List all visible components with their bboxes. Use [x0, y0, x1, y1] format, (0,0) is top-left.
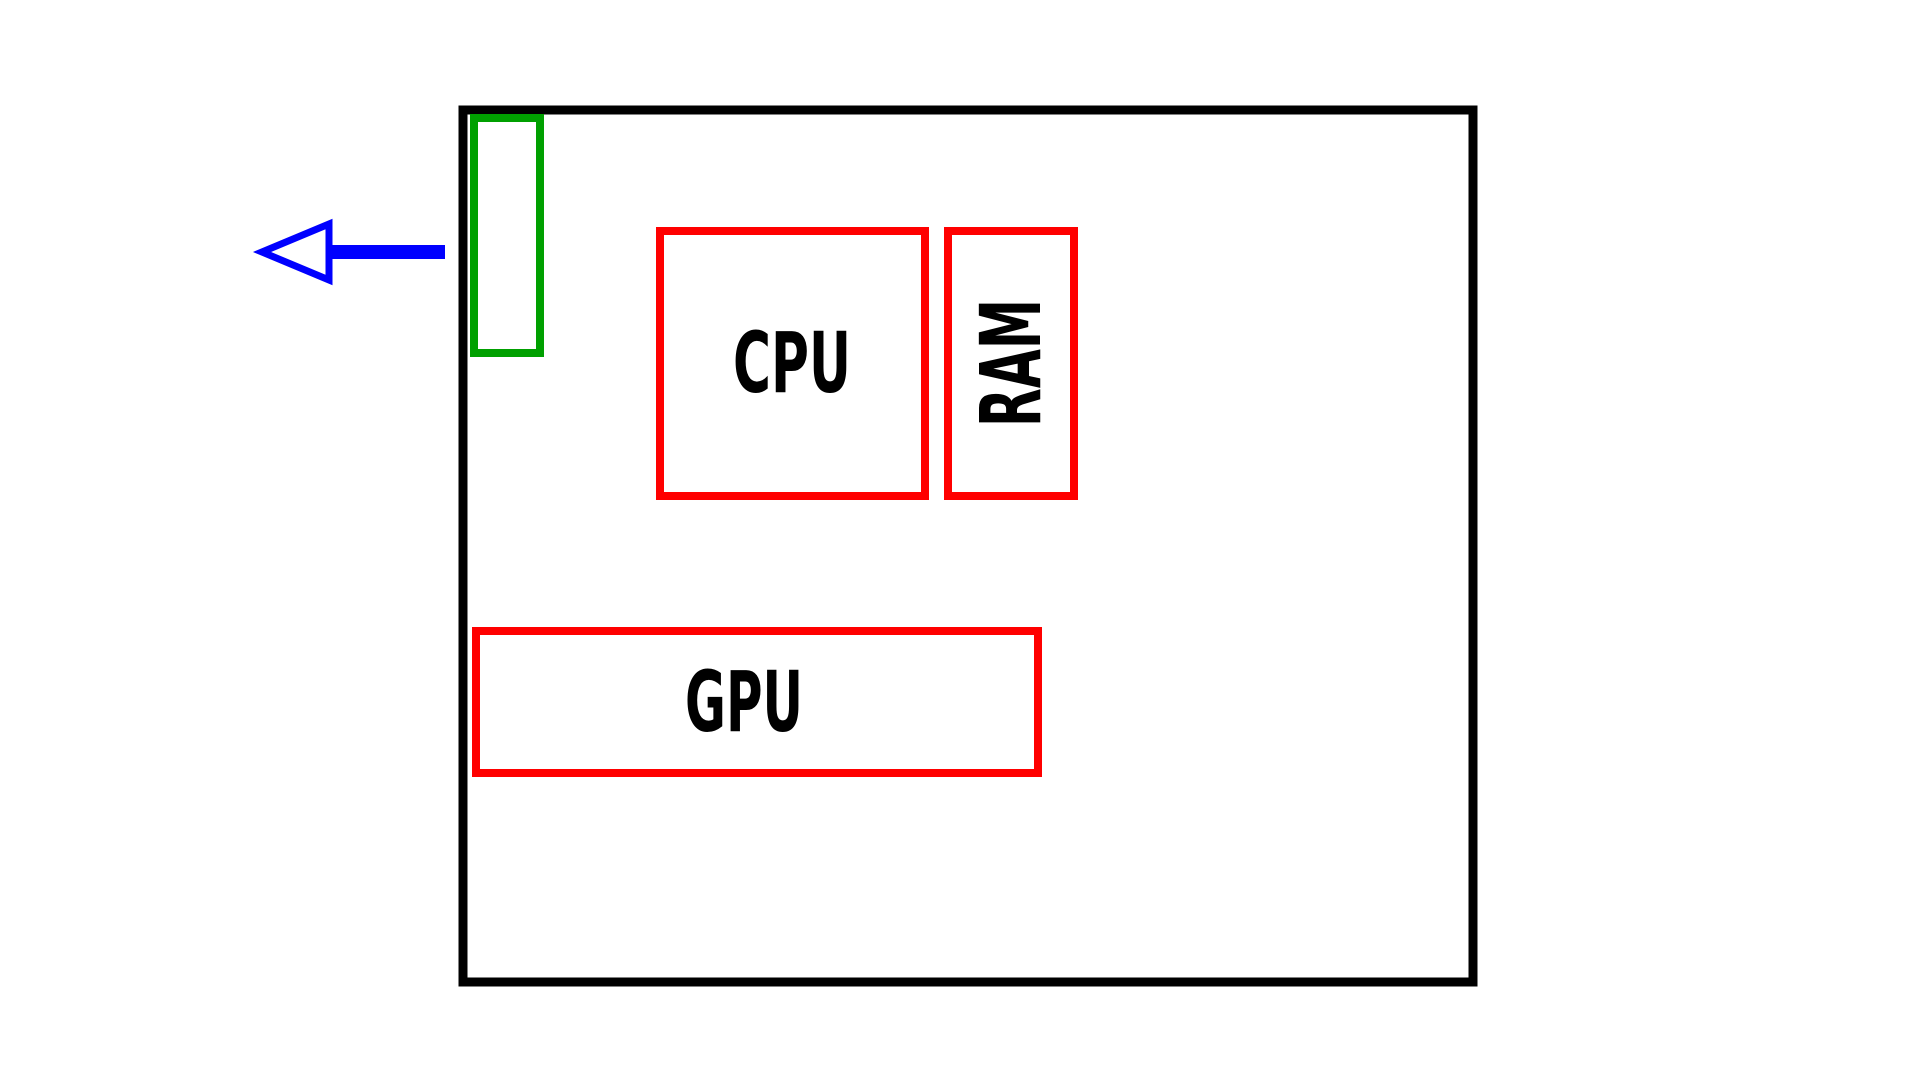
cpu-box	[656, 227, 929, 500]
gpu-box	[472, 627, 1042, 777]
io-slot	[470, 114, 544, 357]
case-outline	[458, 105, 1478, 987]
cpu-label: CPU	[733, 314, 851, 412]
gpu-label: GPU	[685, 653, 803, 751]
ram-box	[944, 227, 1078, 500]
exhaust-arrow-head	[252, 218, 333, 286]
arrow-left-icon	[252, 218, 445, 286]
ram-label: RAM	[962, 299, 1060, 427]
